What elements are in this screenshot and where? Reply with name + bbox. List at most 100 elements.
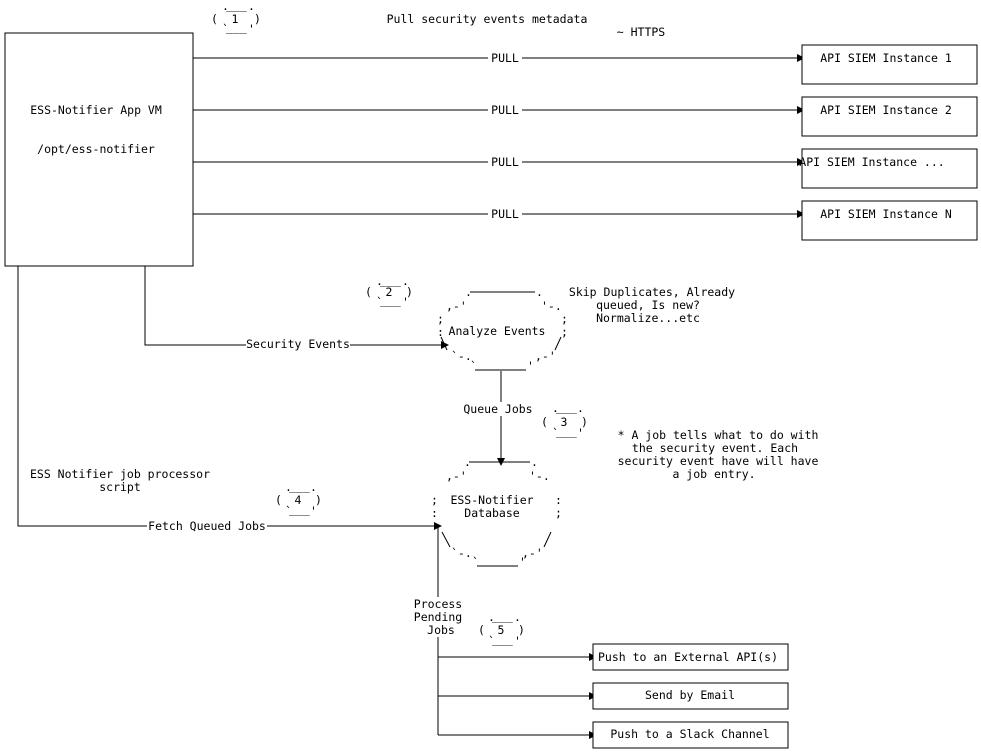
- svg-text:___: ___: [226, 0, 247, 12]
- svg-text:.: .: [248, 0, 255, 13]
- analyze-note-line: Normalize...etc: [596, 311, 700, 325]
- siem-instance-1: API SIEM Instance 1: [801, 44, 978, 85]
- svg-text:;: ;: [431, 493, 438, 507]
- svg-text:`: `: [472, 555, 479, 569]
- output-label: Send by Email: [645, 688, 735, 702]
- analyze-events-node: . . ,-' '-. ; ; : ; `-. ,-' ` ' Analyze …: [437, 285, 568, 373]
- siem-instance-3: API SIEM Instance ...: [799, 148, 978, 189]
- step-3-number: 3: [561, 415, 568, 429]
- https-note: ~ HTTPS: [617, 25, 666, 39]
- svg-text:.: .: [577, 401, 584, 415]
- process-pending-line: Pending: [414, 610, 462, 624]
- svg-text:.: .: [464, 455, 471, 469]
- security-events-connector: Security Events: [144, 266, 449, 351]
- svg-text:.: .: [222, 0, 229, 13]
- svg-text:): ): [406, 285, 413, 299]
- queue-jobs-label: Queue Jobs: [463, 402, 532, 416]
- output-email: Send by Email: [592, 682, 789, 710]
- database-label: Database: [464, 506, 519, 520]
- job-note-line: the security event. Each: [632, 441, 798, 455]
- siem-instance-label: API SIEM Instance 2: [820, 103, 952, 117]
- pull-label: PULL: [491, 103, 519, 117]
- svg-text::: :: [431, 506, 438, 520]
- svg-text:'-.: '-.: [529, 469, 550, 483]
- process-pending-line: Process: [414, 597, 462, 611]
- svg-text:`: `: [552, 426, 559, 440]
- svg-text:`: `: [222, 22, 229, 36]
- svg-text:___: ___: [492, 632, 513, 646]
- svg-text:;: ;: [437, 312, 444, 326]
- svg-text:___: ___: [492, 609, 513, 623]
- svg-text:`: `: [470, 359, 477, 373]
- pull-label: PULL: [491, 51, 519, 65]
- svg-text:,-': ,-': [446, 299, 467, 313]
- output-slack: Push to a Slack Channel: [592, 721, 789, 749]
- svg-text:(: (: [541, 415, 548, 429]
- output-external-api: Push to an External API(s): [592, 643, 789, 671]
- analyze-note-line: queued, Is new?: [596, 298, 700, 312]
- svg-text::: :: [437, 325, 444, 339]
- analyze-note: Skip Duplicates, Already queued, Is new?…: [569, 285, 735, 325]
- svg-text:): ): [581, 415, 588, 429]
- svg-text:`: `: [376, 295, 383, 309]
- svg-text:': ': [310, 504, 317, 518]
- pull-label: PULL: [491, 155, 519, 169]
- process-pending-connector: Process Pending Jobs: [410, 527, 466, 735]
- svg-text:___: ___: [289, 479, 310, 493]
- step-1-bubble: . ___ . ( ) ` ___ ' 1: [211, 0, 261, 36]
- app-vm-box: ESS-Notifier App VM /opt/ess-notifier: [4, 32, 194, 267]
- process-pending-line: Jobs: [427, 623, 455, 637]
- svg-text:.: .: [552, 401, 559, 415]
- processor-line: ESS Notifier job processor: [30, 467, 210, 481]
- svg-text:.: .: [310, 480, 317, 494]
- app-vm-path: /opt/ess-notifier: [37, 142, 155, 156]
- svg-text:,-': ,-': [446, 469, 467, 483]
- processor-line: script: [99, 480, 141, 494]
- svg-text:.: .: [531, 455, 538, 469]
- svg-text:): ): [254, 12, 261, 26]
- svg-text:`: `: [488, 634, 495, 648]
- step-3-bubble: . ___ . ( ) ` ___ ' 3: [541, 400, 588, 440]
- siem-instance-label: API SIEM Instance ...: [799, 155, 944, 169]
- svg-text:): ): [315, 493, 322, 507]
- database-node: . . ,-' '-. ; : : ; `-. ,-' ` ' ESS-Noti…: [431, 455, 562, 569]
- svg-text:(: (: [478, 623, 485, 637]
- output-label: Push to a Slack Channel: [610, 727, 769, 741]
- job-note-line: * A job tells what to do with: [618, 428, 819, 442]
- svg-text:___: ___: [556, 424, 577, 438]
- diagram-title: Pull security events metadata: [387, 12, 588, 26]
- svg-text:`: `: [285, 504, 292, 518]
- analyze-events-label: Analyze Events: [449, 324, 546, 338]
- step-5-number: 5: [498, 623, 505, 637]
- step-4-bubble: . ___ . ( ) ` ___ ' 4: [275, 479, 322, 518]
- svg-text:.: .: [488, 610, 495, 624]
- fetch-jobs-connector: Fetch Queued Jobs: [17, 266, 442, 533]
- svg-text:;: ;: [561, 312, 568, 326]
- analyze-note-line: Skip Duplicates, Already: [569, 285, 735, 299]
- svg-text:': ': [514, 634, 521, 648]
- svg-text:): ): [518, 623, 525, 637]
- svg-text:.: .: [376, 274, 383, 288]
- svg-text:.: .: [285, 480, 292, 494]
- svg-text:(: (: [211, 12, 218, 26]
- svg-text:'-.: '-.: [541, 299, 562, 313]
- svg-text:.: .: [402, 274, 409, 288]
- step-4-number: 4: [295, 493, 302, 507]
- pull-connector-1: PULL: [193, 50, 805, 65]
- svg-text:___: ___: [380, 293, 401, 307]
- siem-instance-n: API SIEM Instance N: [801, 200, 978, 241]
- svg-text:,-': ,-': [535, 349, 556, 363]
- svg-text:': ': [248, 22, 255, 36]
- pull-connector-2: PULL: [193, 102, 805, 117]
- app-vm-name: ESS-Notifier App VM: [30, 103, 162, 117]
- pull-label: PULL: [491, 207, 519, 221]
- svg-text::: :: [555, 493, 562, 507]
- pull-connector-3: PULL: [193, 154, 805, 169]
- pull-connector-4: PULL: [193, 206, 805, 221]
- output-label: Push to an External API(s): [598, 650, 778, 664]
- siem-instance-label: API SIEM Instance 1: [820, 51, 952, 65]
- job-note-line: security event have will have: [618, 454, 819, 468]
- svg-text:;: ;: [555, 506, 562, 520]
- svg-text:___: ___: [289, 502, 310, 516]
